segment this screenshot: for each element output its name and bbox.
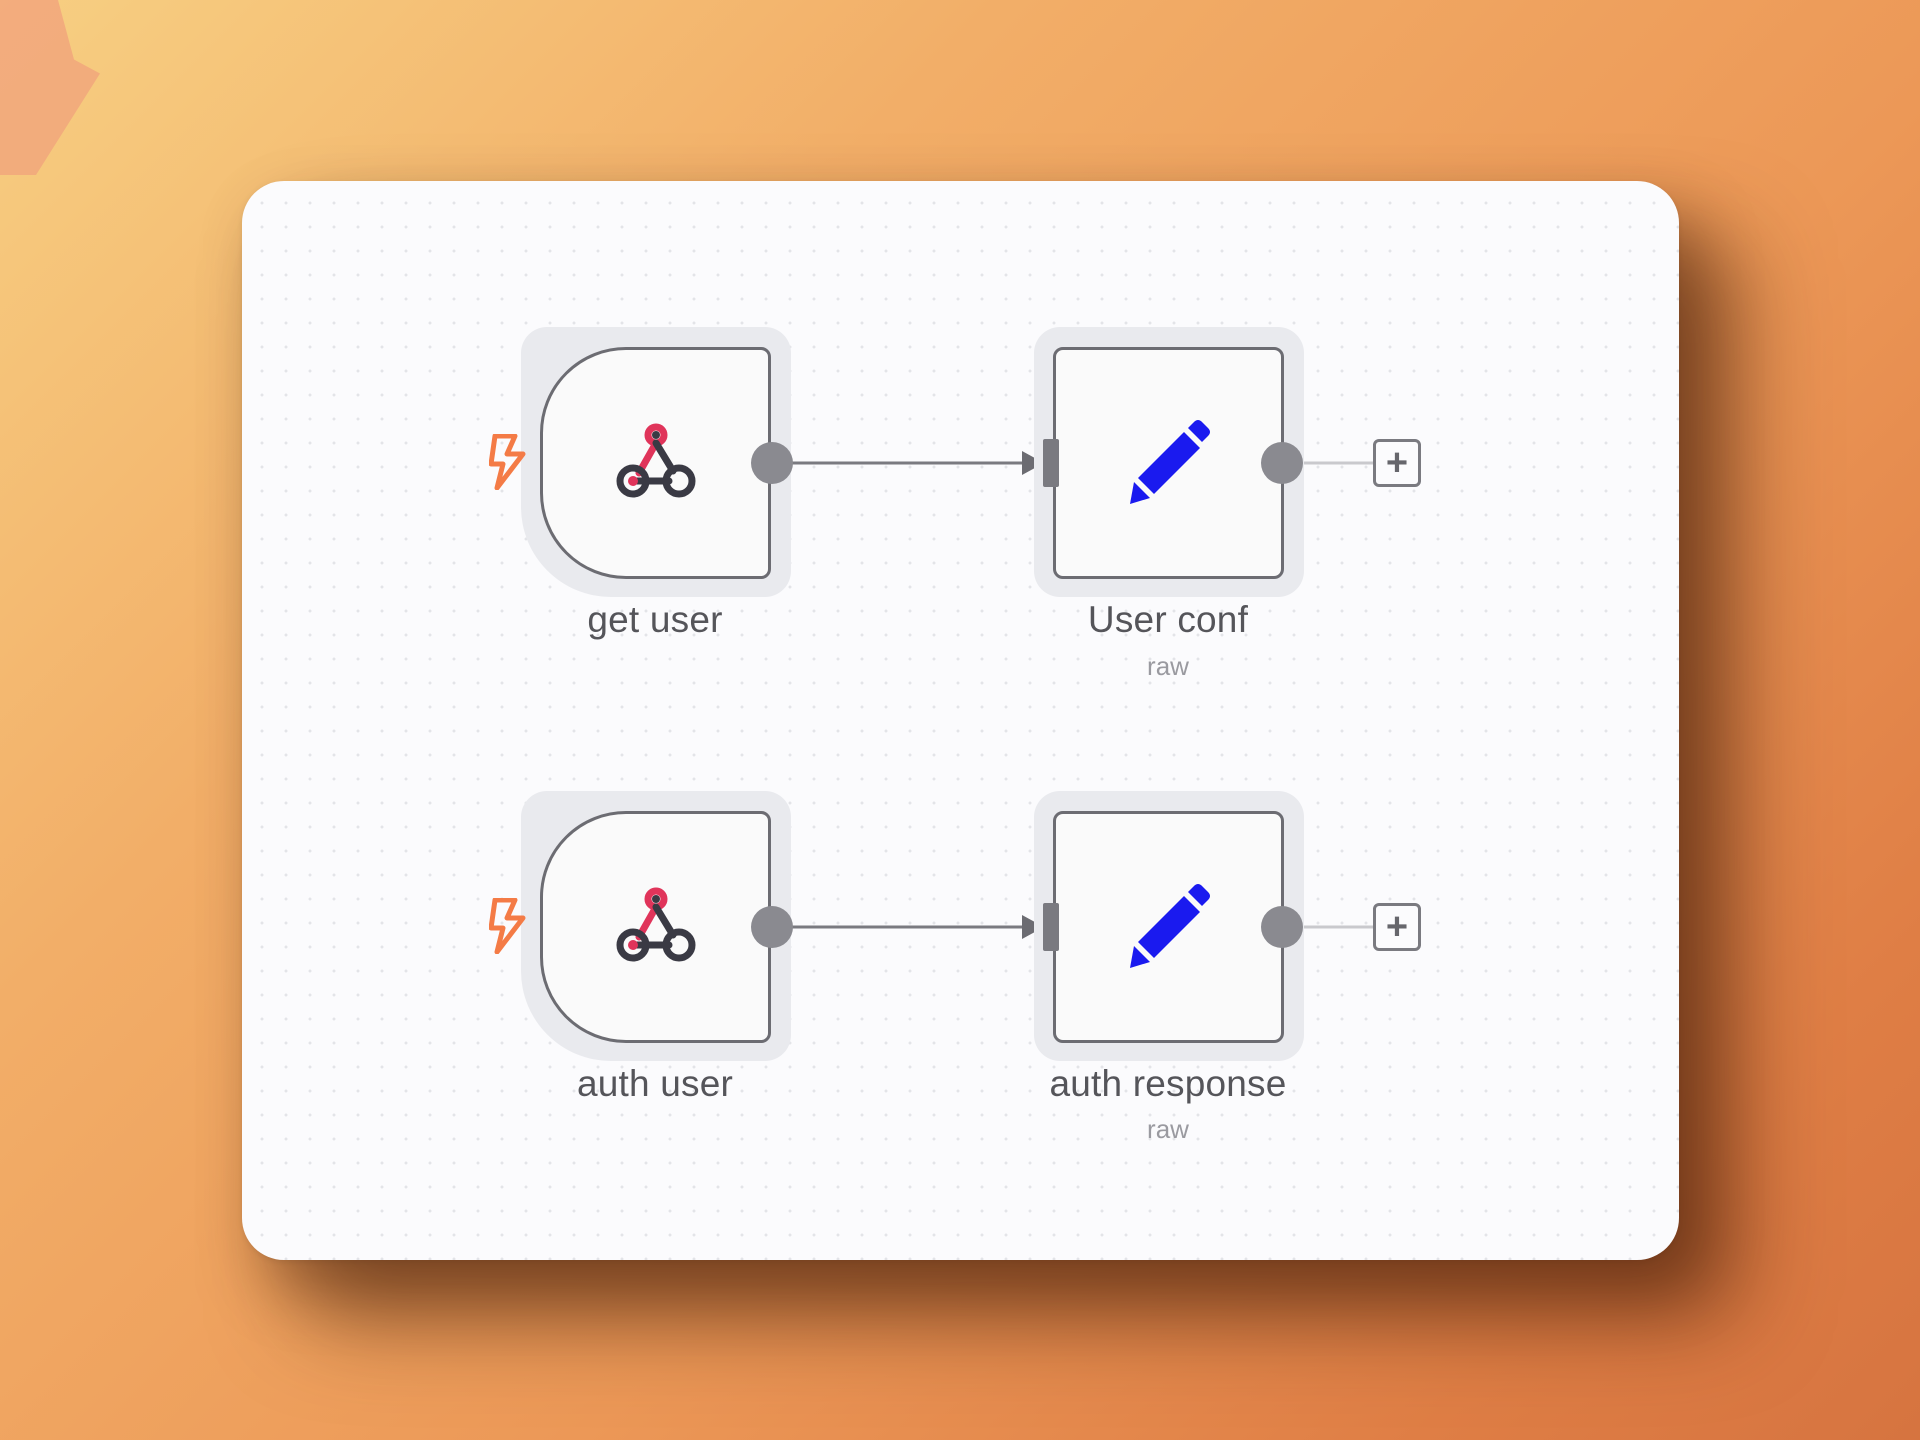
node-auth-response[interactable] bbox=[1053, 811, 1284, 1043]
input-handle[interactable] bbox=[1043, 903, 1059, 951]
node-title: auth response bbox=[1049, 1063, 1287, 1104]
trigger-bolt-icon bbox=[489, 434, 526, 490]
output-handle[interactable] bbox=[1260, 442, 1304, 486]
connection-auth-user-to-auth-response[interactable] bbox=[770, 915, 1044, 939]
node-title: get user bbox=[587, 599, 723, 640]
node-title: auth user bbox=[576, 1063, 734, 1104]
trigger-bolt-icon bbox=[489, 898, 526, 954]
background-decoration bbox=[0, 0, 100, 175]
node-subtitle: raw bbox=[1147, 1114, 1189, 1144]
connection-get-user-to-user-conf[interactable] bbox=[770, 451, 1044, 475]
input-handle[interactable] bbox=[1043, 439, 1059, 487]
output-handle[interactable] bbox=[750, 442, 794, 486]
connections-layer bbox=[770, 451, 1376, 939]
add-node-button[interactable]: + bbox=[1373, 903, 1421, 951]
plus-icon: + bbox=[1385, 906, 1409, 948]
plus-icon: + bbox=[1385, 442, 1409, 484]
node-subtitle: raw bbox=[1147, 651, 1189, 681]
output-handle[interactable] bbox=[750, 906, 794, 950]
node-get-user[interactable] bbox=[540, 347, 771, 579]
add-node-button[interactable]: + bbox=[1373, 439, 1421, 487]
pencil-icon bbox=[1120, 412, 1218, 515]
webhook-icon bbox=[613, 421, 699, 506]
webhook-icon bbox=[613, 885, 699, 970]
output-handle[interactable] bbox=[1260, 906, 1304, 950]
workflow-canvas[interactable]: get user + User conf raw bbox=[242, 181, 1679, 1260]
workflow-canvas-card[interactable]: get user + User conf raw bbox=[242, 181, 1679, 1260]
node-auth-user[interactable] bbox=[540, 811, 771, 1043]
pencil-icon bbox=[1120, 876, 1218, 979]
node-title: User conf bbox=[1087, 599, 1249, 640]
node-user-conf[interactable] bbox=[1053, 347, 1284, 579]
